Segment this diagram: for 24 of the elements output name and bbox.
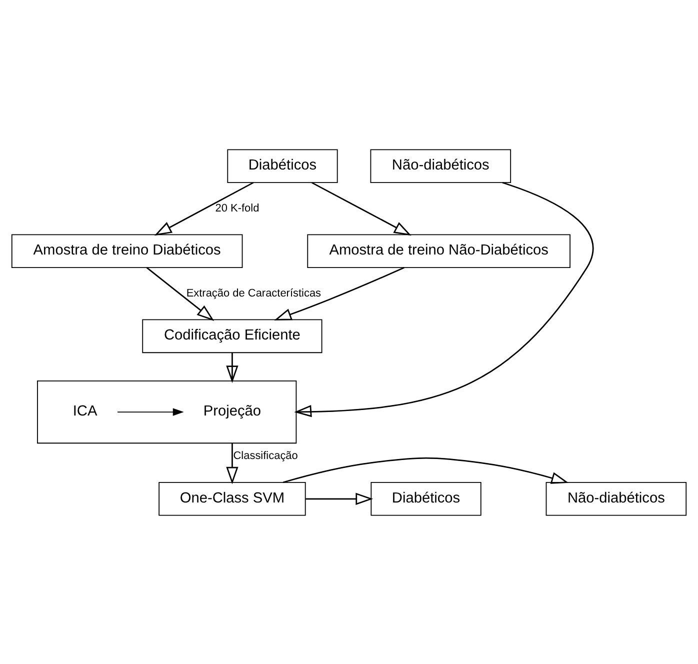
node-box: Não-diabéticos xyxy=(370,148,512,183)
arrow xyxy=(312,182,412,236)
arrow xyxy=(117,408,184,416)
node-box: One-Class SVM xyxy=(158,481,306,516)
node-text: Projeção xyxy=(203,403,262,420)
node-box: Amostra de treino Não-Diabéticos xyxy=(307,234,570,268)
arrow xyxy=(226,442,238,484)
arrow xyxy=(146,266,214,320)
edge-label: 20 K-fold xyxy=(215,202,260,214)
edge-label: Extração de Características xyxy=(186,286,322,299)
arrow xyxy=(282,456,569,484)
node-box: Não-diabéticos xyxy=(546,481,687,516)
edge-label: Classificação xyxy=(233,450,298,462)
arrow xyxy=(294,181,594,417)
node-box: Diabéticos xyxy=(227,148,338,183)
cluster xyxy=(37,380,297,444)
node-box: Amostra de treino Diabéticos xyxy=(11,234,243,268)
arrow xyxy=(274,266,404,320)
arrow xyxy=(226,352,238,383)
arrow xyxy=(154,182,254,236)
node-box: Codificação Eficiente xyxy=(142,318,322,353)
node-text: ICA xyxy=(72,403,98,420)
arrow xyxy=(306,492,374,504)
node-box: Diabéticos xyxy=(370,481,482,516)
